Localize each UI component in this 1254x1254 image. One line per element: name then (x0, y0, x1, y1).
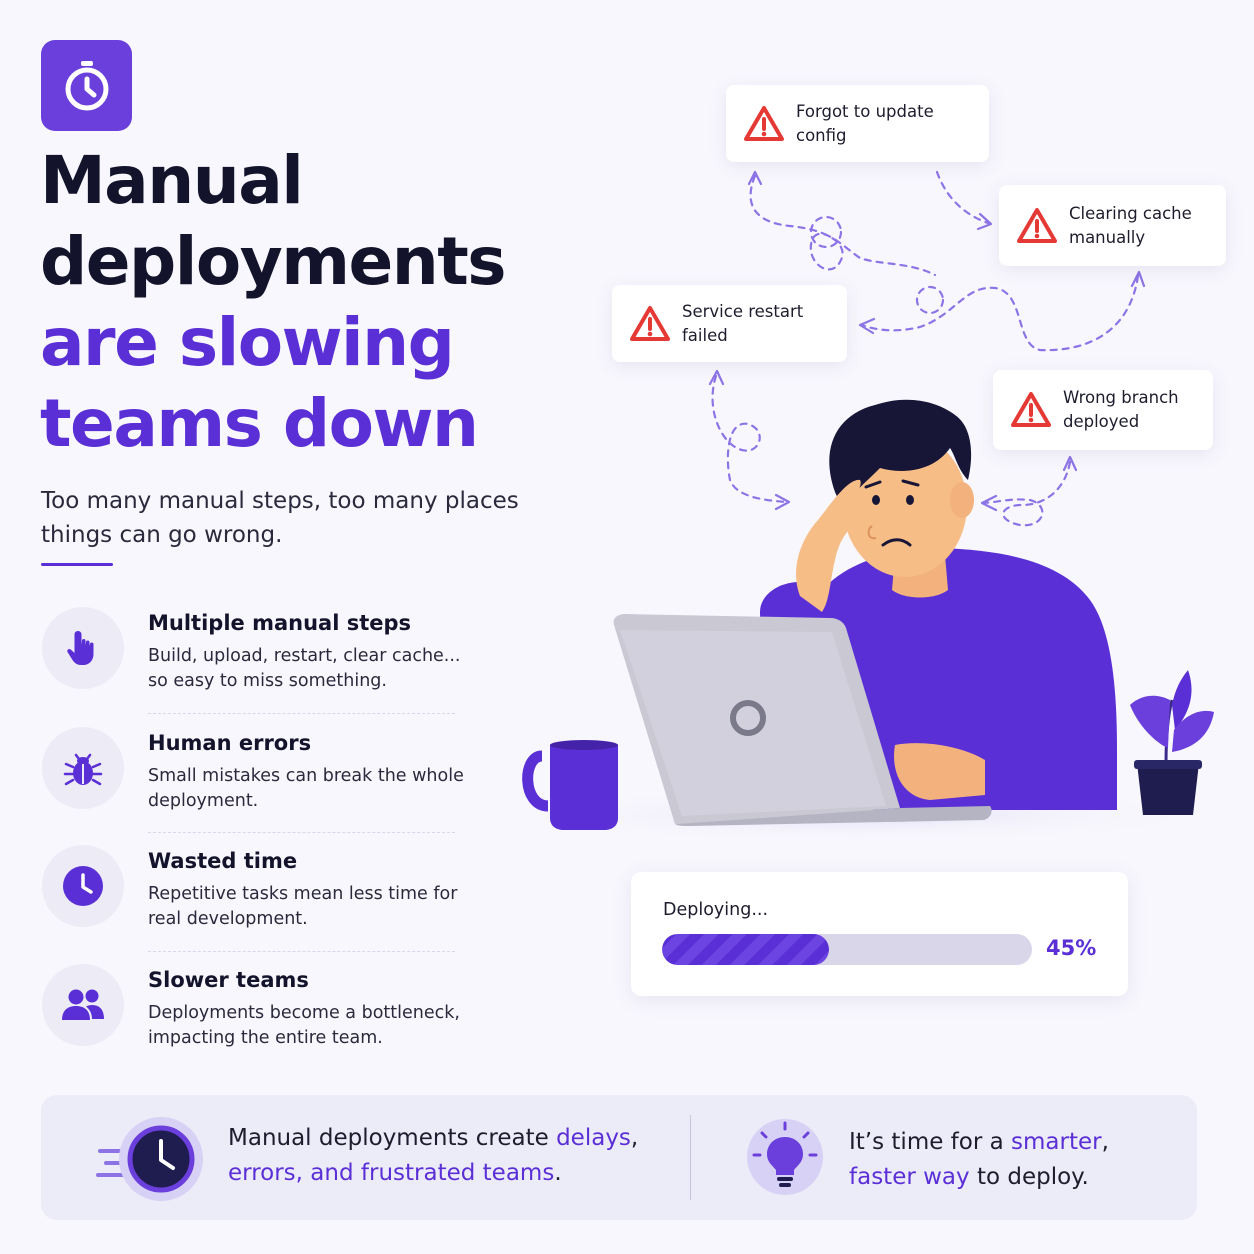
mug-illustration (522, 740, 618, 830)
team-icon (42, 964, 124, 1046)
lightbulb-icon (747, 1119, 823, 1195)
arrow-heads (708, 170, 1146, 512)
stopwatch-logo (41, 40, 132, 131)
alert-text: Wrong branch deployed (1063, 388, 1179, 431)
feature-title: Human errors (148, 731, 312, 755)
banner-left-text: Manual deployments create delays, errors… (228, 1121, 658, 1191)
subtitle-underline (41, 563, 113, 566)
title-line-1: Manual (40, 142, 304, 219)
warning-icon (630, 305, 670, 341)
banner-text-part: It’s time for a (849, 1129, 1012, 1155)
stopwatch-icon (65, 60, 108, 110)
banner-highlight: frustrated teams (360, 1160, 555, 1186)
title-line-3: are slowing (40, 304, 455, 381)
banner-right-text: It’s time for a smarter, faster way to d… (849, 1125, 1179, 1195)
feature-divider (148, 713, 455, 714)
title-line-2: deployments (40, 223, 507, 300)
feature-description: Build, upload, restart, clear cache... s… (148, 646, 461, 691)
feature-description: Repetitive tasks mean less time for real… (148, 884, 458, 929)
banner-highlight: smarter (1011, 1129, 1102, 1155)
warning-icon (744, 105, 784, 141)
feature-title: Multiple manual steps (148, 611, 412, 635)
title-line-4: teams down (40, 385, 479, 462)
alert-text: Service restart failed (682, 301, 804, 345)
alert-text: Clearing cache manually (1069, 203, 1192, 247)
progress-percent: 45% (1046, 936, 1097, 960)
banner-highlight: delays (556, 1125, 631, 1151)
alert-card-wrong-branch: Wrong branch deployed (993, 370, 1213, 450)
banner-divider (690, 1115, 691, 1200)
deploy-label: Deploying... (663, 900, 769, 920)
banner-text-part: , (1101, 1129, 1109, 1155)
alert-card-service-restart: Service restart failed (612, 285, 847, 362)
dashed-arrows (711, 170, 1140, 527)
feature-human-errors: Human errors Small mistakes can break th… (41, 727, 471, 827)
bottom-banner: Manual deployments create delays, errors… (41, 1095, 1197, 1220)
feature-slower-teams: Slower teams Deployments become a bottle… (41, 964, 471, 1064)
fast-clock-icon (96, 1117, 203, 1201)
banner-highlight: errors (228, 1160, 296, 1186)
alert-text: Forgot to update config (796, 101, 934, 145)
feature-title: Slower teams (148, 968, 309, 992)
feature-divider (148, 951, 455, 952)
banner-highlight: faster way (849, 1164, 970, 1190)
banner-text-part: to deploy. (969, 1164, 1089, 1190)
feature-title: Wasted time (148, 849, 298, 873)
alert-card-forgot-config: Forgot to update config (726, 85, 989, 162)
warning-icon (1011, 392, 1051, 427)
clock-icon (42, 845, 124, 927)
hand-pointer-icon (42, 607, 124, 689)
bug-icon (42, 727, 124, 809)
plant-illustration (1130, 670, 1214, 815)
banner-text-part: Manual deployments create (228, 1125, 557, 1151)
alert-card-clearing-cache: Clearing cache manually (999, 185, 1226, 266)
feature-description: Small mistakes can break the whole deplo… (148, 766, 464, 811)
banner-text-part: , and (295, 1160, 361, 1186)
progress-bar (662, 934, 1032, 965)
banner-text-part: . (554, 1160, 562, 1186)
laptop-illustration (613, 614, 992, 826)
feature-multiple-steps: Multiple manual steps Build, upload, res… (41, 607, 471, 707)
deploy-progress-card: Deploying... 45% (631, 872, 1128, 996)
banner-text-part: , (630, 1125, 639, 1151)
feature-wasted-time: Wasted time Repetitive tasks mean less t… (41, 845, 471, 945)
subtitle: Too many manual steps, too many places t… (41, 488, 519, 548)
page-title: Manual deployments are slowing teams dow… (40, 140, 600, 464)
progress-fill (662, 934, 829, 965)
warning-icon (1017, 207, 1057, 243)
feature-divider (148, 832, 455, 833)
feature-description: Deployments become a bottleneck, impacti… (148, 1003, 460, 1048)
